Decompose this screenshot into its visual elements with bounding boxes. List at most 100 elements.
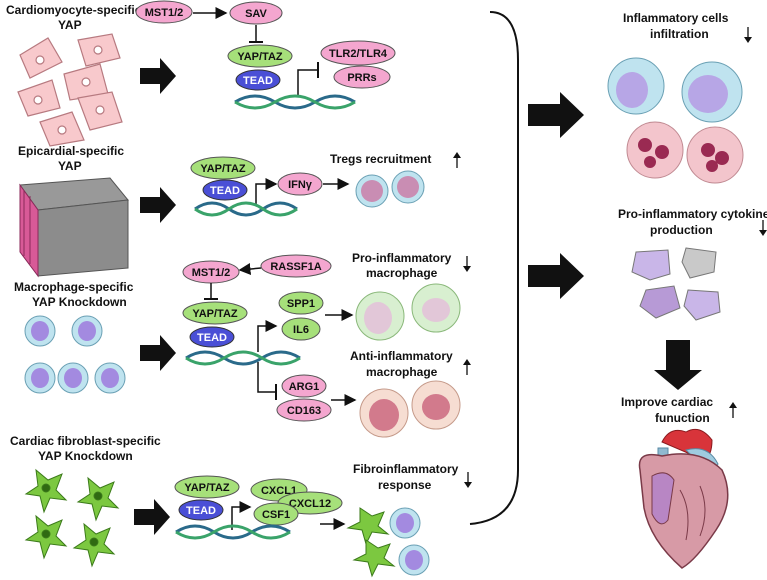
convergence-bracket [469,11,519,525]
epi-yap-node [190,156,256,180]
macro-big-arrow [140,335,176,371]
cardio-tlr-label: TLR2/TLR4 [329,48,388,60]
epi-title-line2: YAP [58,159,82,173]
macro-il6-node [281,317,321,341]
macro-tead-node [189,326,235,348]
cardio-tead-label: TEAD [243,75,273,87]
cardio-tead-node [235,69,281,91]
heart-down-arrow-head [654,370,702,390]
macro-arg-inhibit [257,362,276,393]
cardio-dna-image [234,94,356,110]
outcome-infl-trend-down-icon [744,27,752,43]
macro-yap-label: YAP/TAZ [192,308,238,320]
treg-cells-image [355,170,425,208]
macrophage-cells-image [24,315,126,394]
pro-inflammatory-macrophage-image [355,283,461,341]
cardio-mst-node [135,0,193,24]
fibro-result-line2: response [378,478,432,492]
fibro-title-line2: YAP Knockdown [38,449,133,463]
macro-il6-label: IL6 [293,324,309,336]
macro-mst-label: MST1/2 [192,267,231,279]
fibro-yap-node [174,475,240,499]
fibro-tead-label: TEAD [186,505,216,517]
fibro-title-line1: Cardiac fibroblast-specific [10,434,161,448]
fibro-csf1-label: CSF1 [262,509,290,521]
macro-title-line1: Macrophage-specific [14,280,134,294]
macro-rassf-node [260,254,332,278]
cytokines-image [631,247,721,321]
macro-yap-node [182,301,248,325]
outcome-heart-line2: funuction [655,411,710,425]
cardio-title-line2: YAP [58,18,82,32]
fibro-cxcl12-label: CXCL12 [289,498,331,510]
macro-cd163-label: CD163 [287,405,321,417]
outcome-infl-line2: infiltration [650,27,709,41]
outcome-arrow-1 [528,92,584,138]
outcome-arrow-2 [528,253,584,299]
macro-arg1-node [281,374,327,398]
fibroinflammatory-cells-image [346,507,430,578]
epi-ifn-label: IFNγ [288,179,313,191]
cardio-prr-node [333,65,391,89]
fibro-result-line1: Fibroinflammatory [353,462,459,476]
outcome-cyto-line1: Pro-inflammatory cytokines [618,207,767,221]
epi-result-trend-up-icon [453,152,461,168]
anti-inflammatory-macrophage-image [359,380,461,438]
macro-cd163-node [276,398,332,422]
cardio-big-arrow [140,58,176,94]
macro-title-line2: YAP Knockdown [32,295,127,309]
outcome-heart-trend-up-icon [729,402,737,418]
macro-spp-arrow [257,320,278,352]
epi-ifn-arrow [255,178,278,206]
fibro-tead-node [178,499,224,521]
cardio-mst-label: MST1/2 [145,7,184,19]
epi-yap-label: YAP/TAZ [200,163,246,175]
fibro-yap-label: YAP/TAZ [184,482,230,494]
inflammatory-cells-image [607,57,744,184]
macro-rassf-label: RASSF1A [270,261,321,273]
cardio-sav-node [229,1,283,25]
fibro-big-arrow [134,499,170,535]
epi-result-label: Tregs recruitment [330,152,431,166]
cardio-yap-node [227,44,293,68]
fibro-result-trend-down-icon [464,472,472,488]
cardiomyocyte-cells-image [17,33,123,147]
outcome-cyto-trend-down-icon [759,220,767,236]
epi-big-arrow [140,187,176,223]
cardio-sav-label: SAV [245,8,267,20]
epi-ifn-node [277,172,323,196]
epi-tead-node [202,179,248,201]
cardio-tlr-inhibit [297,69,318,96]
macro-rassf-arrow [238,263,262,275]
macro-pro-title-line2: macrophage [366,266,438,280]
cardio-yap-label: YAP/TAZ [237,51,283,63]
macro-pro-trend-down-icon [463,256,471,272]
macro-tead-label: TEAD [197,332,227,344]
macro-spp1-node [278,291,324,315]
outcome-cyto-line2: production [650,223,713,237]
macro-anti-trend-up-icon [463,359,471,375]
fibro-cxcl1-label: CXCL1 [261,485,297,497]
heart-image [638,428,729,569]
epicardium-tissue-image [19,177,129,278]
macro-dna-image [185,350,301,366]
macro-pro-title-line1: Pro-inflammatory [352,251,452,265]
heart-down-arrow-shaft [666,340,690,370]
macro-anti-title-line1: Anti-inflammatory [350,349,453,363]
epi-dna-image [194,201,298,217]
fibro-dna-image [175,524,291,540]
outcome-heart-line1: Improve cardiac [621,395,713,409]
macro-spp1-label: SPP1 [287,298,315,310]
fibroblast-cells-image [24,468,120,568]
macro-anti-title-line2: macrophage [366,365,438,379]
fibro-cxcl-arrow [231,501,252,530]
outcome-infl-line1: Inflammatory cells [623,11,729,25]
cardio-title-line1: Cardiomyocyte-specific [6,3,142,17]
epi-title-line1: Epicardial-specific [18,144,124,158]
epi-tead-label: TEAD [210,185,240,197]
macro-arg1-label: ARG1 [289,381,320,393]
cardio-prr-label: PRRs [347,72,376,84]
cardio-tlr-node [320,40,396,66]
